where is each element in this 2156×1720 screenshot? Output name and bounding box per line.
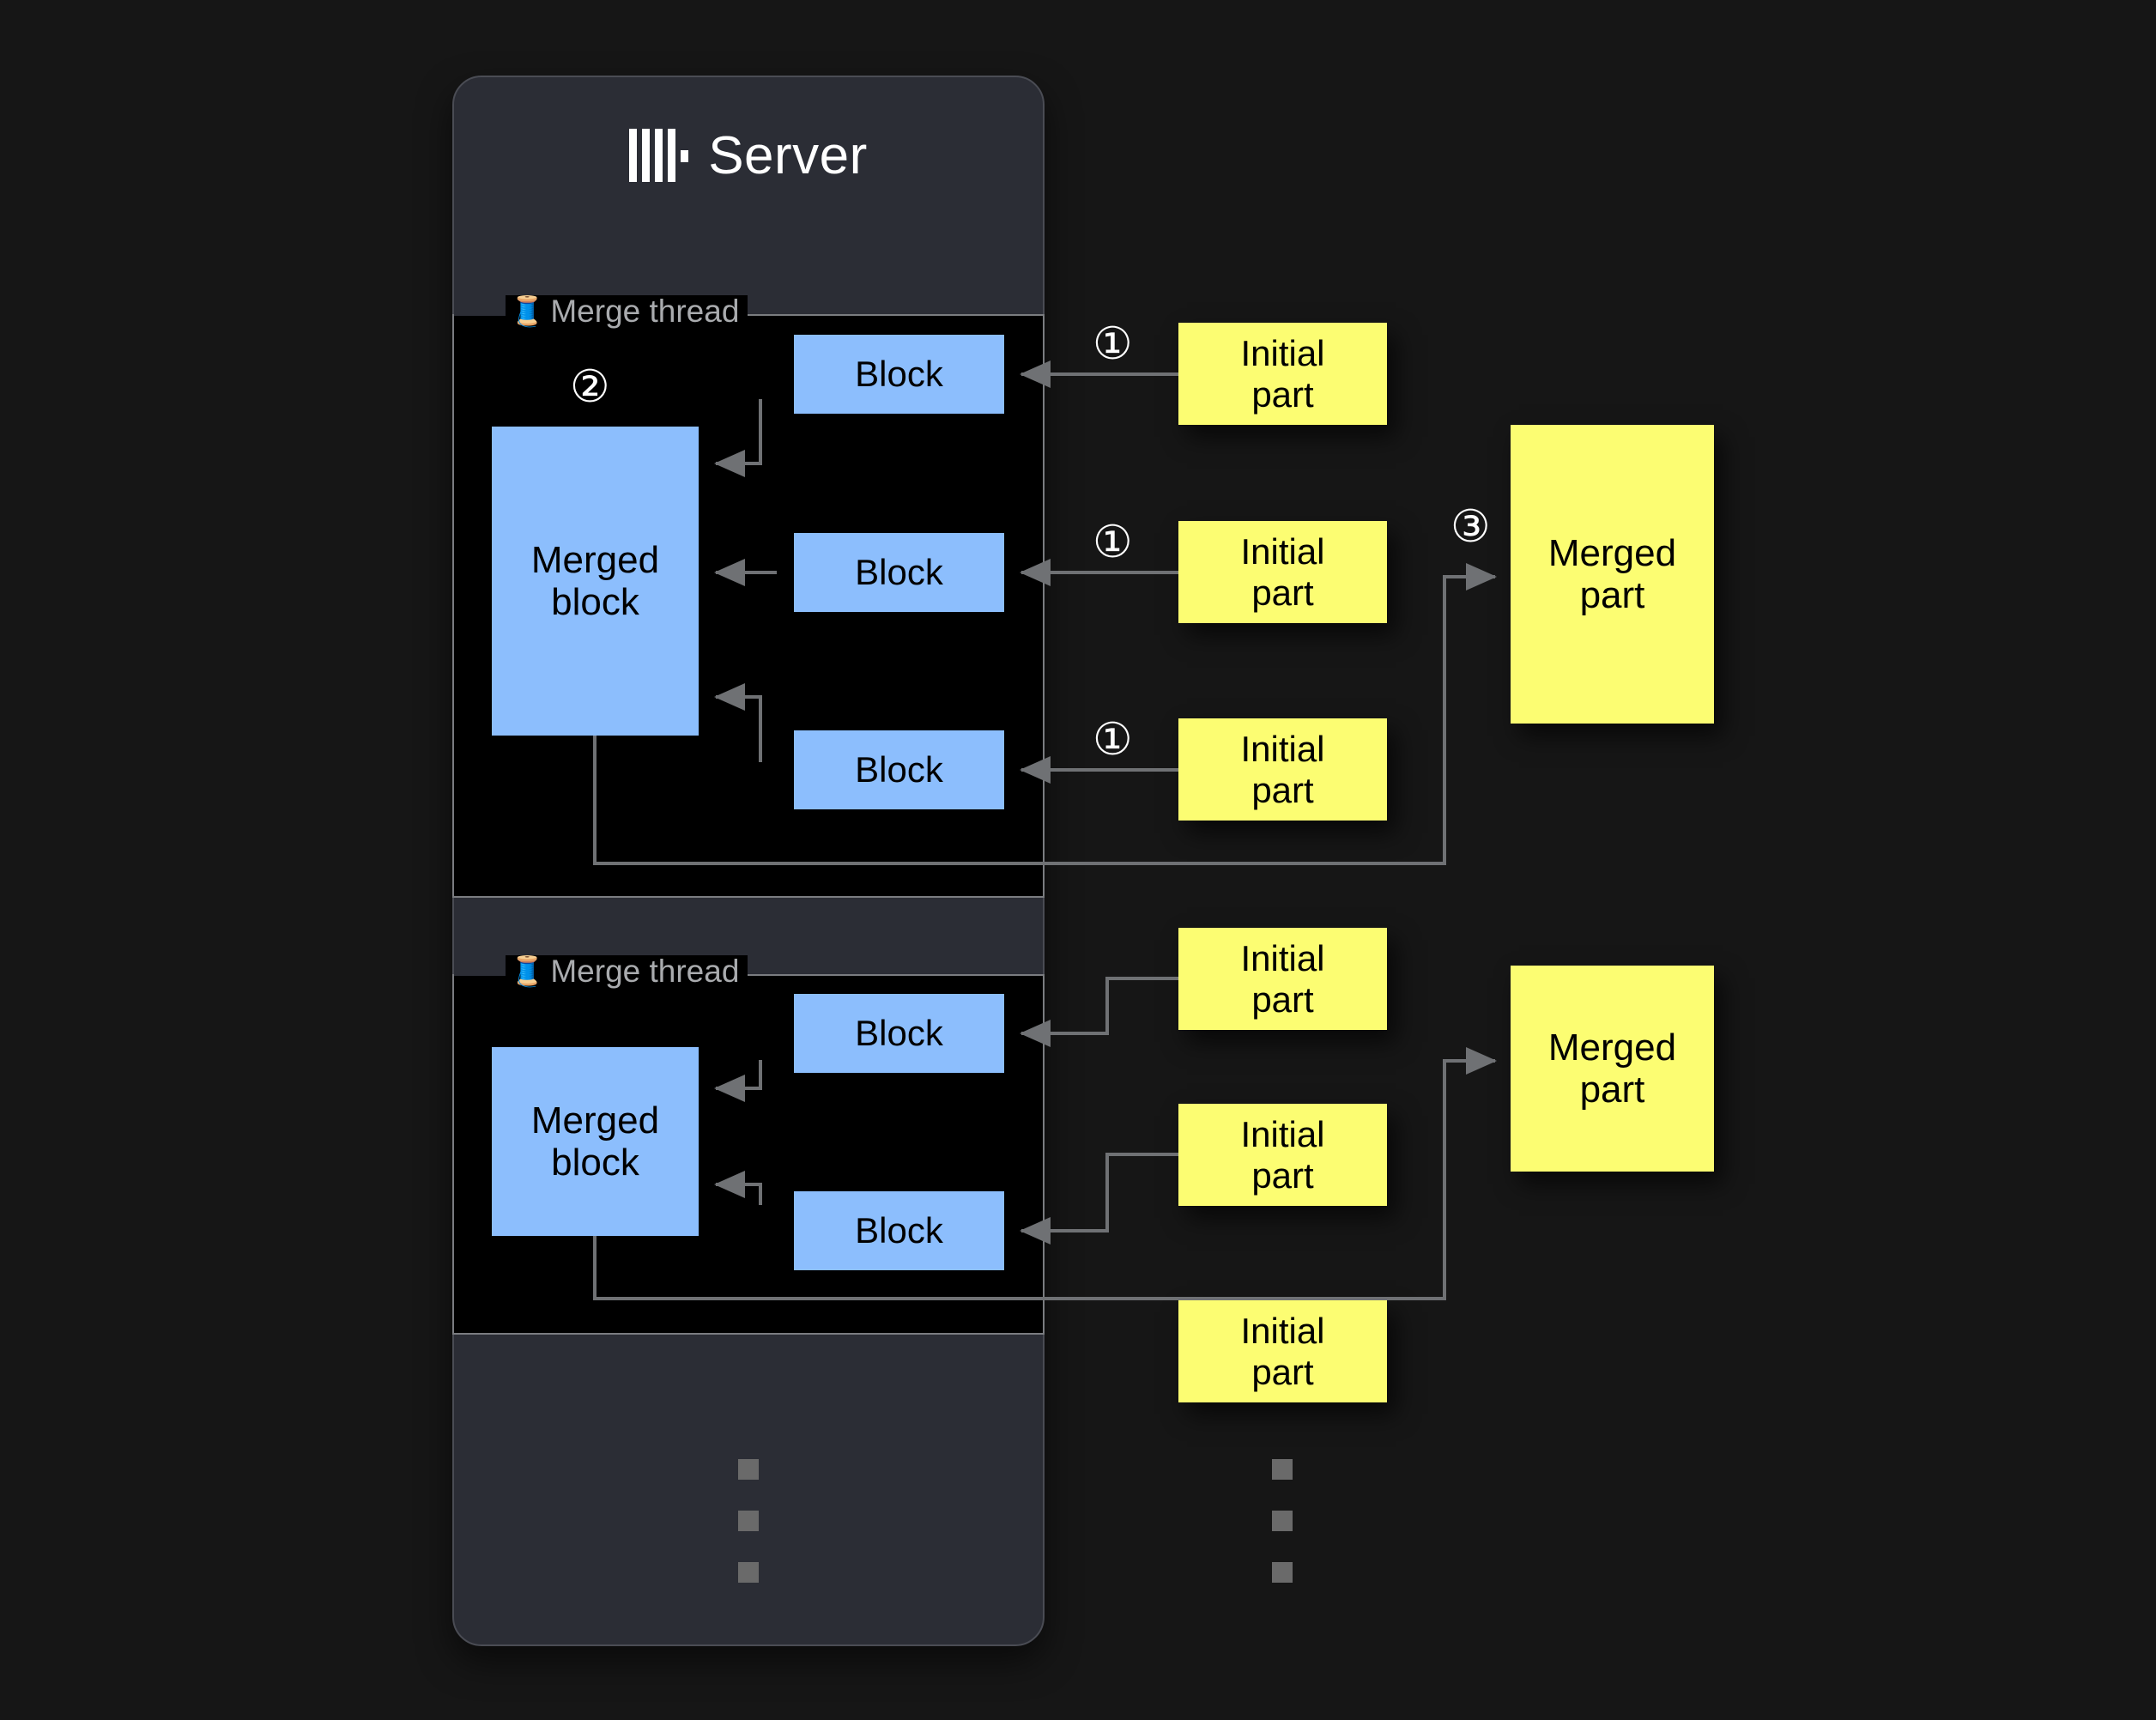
step-marker-3: ③ <box>1450 501 1491 553</box>
ellipsis-dot <box>738 1459 759 1480</box>
server-ellipsis <box>738 1459 759 1614</box>
merged-block-1: Merged block <box>492 427 699 736</box>
parts-ellipsis <box>1272 1459 1293 1614</box>
step-marker-2: ② <box>570 361 610 413</box>
ellipsis-dot <box>1272 1511 1293 1531</box>
thread-spool-icon: 🧵 <box>509 294 546 328</box>
step-marker-1c: ① <box>1093 714 1133 766</box>
block-1-3: Block <box>794 730 1004 809</box>
block-2-2: Block <box>794 1191 1004 1270</box>
wire-initialpart-to-block-2-1 <box>1020 977 1178 1047</box>
merged-block-label-1: Merged block <box>530 538 660 623</box>
thread-spool-icon-2: 🧵 <box>509 954 546 988</box>
ellipsis-dot <box>1272 1562 1293 1583</box>
block-label-1-2: Block <box>855 552 943 593</box>
thread-label-mask-1 <box>454 312 506 316</box>
thread-label-mask-2 <box>454 972 506 976</box>
clickhouse-logo-icon <box>629 129 689 182</box>
block-label-1-1: Block <box>855 354 943 395</box>
server-title-text: Server <box>708 125 868 185</box>
merge-thread-label-text-1: Merge thread <box>550 294 740 329</box>
step-marker-1b: ① <box>1093 517 1133 568</box>
merged-block-label-2: Merged block <box>530 1099 660 1184</box>
block-1-1: Block <box>794 335 1004 414</box>
merge-thread-label-text-2: Merge thread <box>550 954 740 989</box>
block-label-2-2: Block <box>855 1210 943 1251</box>
merge-thread-label-1: 🧵 Merge thread <box>506 295 748 327</box>
block-2-1: Block <box>794 994 1004 1073</box>
ellipsis-dot <box>1272 1459 1293 1480</box>
merge-thread-label-2: 🧵 Merge thread <box>506 955 748 987</box>
block-1-2: Block <box>794 533 1004 612</box>
block-label-2-1: Block <box>855 1013 943 1054</box>
ellipsis-dot <box>738 1511 759 1531</box>
block-label-1-3: Block <box>855 749 943 790</box>
merged-block-2: Merged block <box>492 1047 699 1236</box>
wire-initialpart-to-block-2-2 <box>1020 1153 1178 1245</box>
step-marker-1a: ① <box>1093 318 1133 370</box>
server-title: Server <box>452 117 1045 194</box>
ellipsis-dot <box>738 1562 759 1583</box>
